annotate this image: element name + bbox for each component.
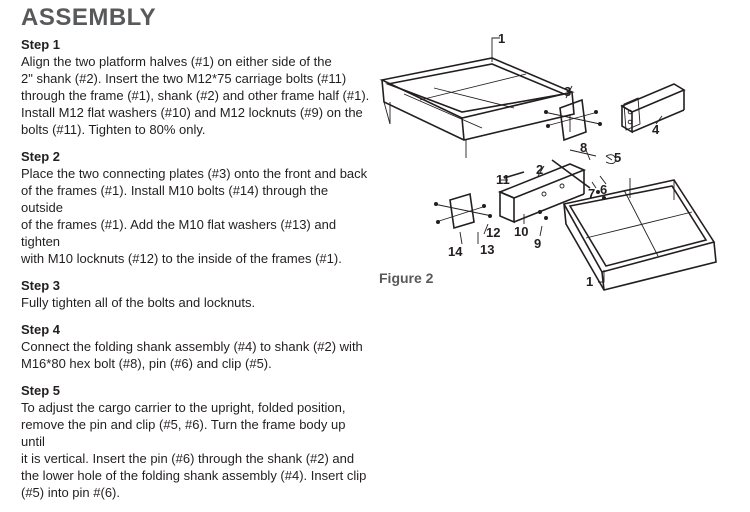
step-heading: Step 2: [21, 149, 61, 164]
callout-11: 11: [496, 172, 510, 187]
step-line: Place the two connecting plates (#3) ont…: [21, 166, 368, 181]
step-text: Connect the folding shank assembly (#4) …: [21, 338, 371, 372]
step-heading: Step 4: [21, 322, 61, 337]
shank: [497, 163, 587, 224]
step-line: remove the pin and clip (#5, #6). Turn t…: [21, 417, 346, 449]
step-line: Connect the folding shank assembly (#4) …: [21, 339, 363, 354]
connecting-plate-upper: [543, 98, 602, 142]
assembly-steps: Step 1 Align the two platform halves (#1…: [21, 37, 371, 512]
step-text: Align the two platform halves (#1) on ei…: [21, 53, 371, 138]
callout-13: 13: [480, 242, 494, 257]
step-line: bolts (#11). Tighten to 80% only.: [21, 122, 206, 137]
step-line: To adjust the cargo carrier to the uprig…: [21, 400, 346, 415]
step-4: Step 4 Connect the folding shank assembl…: [21, 322, 371, 372]
callout-14: 14: [448, 244, 463, 259]
step-line: Align the two platform halves (#1) on ei…: [21, 54, 332, 69]
step-line: 2" shank (#2). Insert the two M12*75 car…: [21, 71, 347, 86]
step-line: of the frames (#1). Install M10 bolts (#…: [21, 183, 329, 215]
figure-caption: Figure 2: [379, 270, 434, 286]
lower-platform-frame: [562, 178, 717, 291]
callout-6: 6: [600, 182, 607, 197]
step-line: the lower hole of the folding shank asse…: [21, 468, 367, 483]
callout-leaders: [459, 37, 663, 283]
exploded-assembly-diagram: 1 3 4 8 5 2 11 6 7 10 9 12 13 14 1: [379, 31, 717, 291]
callout-8: 8: [580, 140, 587, 155]
callout-2: 2: [536, 162, 543, 177]
callout-4: 4: [652, 122, 660, 137]
callout-5: 5: [614, 150, 621, 165]
step-text: Place the two connecting plates (#3) ont…: [21, 165, 371, 267]
callout-3: 3: [564, 84, 571, 99]
step-text: Fully tighten all of the bolts and lockn…: [21, 294, 371, 311]
callout-1-top: 1: [498, 31, 505, 46]
step-line: (#5) into pin #(6).: [21, 485, 120, 500]
step-5: Step 5 To adjust the cargo carrier to th…: [21, 383, 371, 501]
step-line: it is vertical. Insert the pin (#6) thro…: [21, 451, 355, 466]
step-heading: Step 1: [21, 37, 61, 52]
step-line: M16*80 hex bolt (#8), pin (#6) and clip …: [21, 356, 272, 371]
fasteners: [503, 149, 617, 220]
step-2: Step 2 Place the two connecting plates (…: [21, 149, 371, 267]
callout-10: 10: [514, 224, 528, 239]
connecting-plate-lower: [433, 192, 493, 230]
step-line: through the frame (#1), shank (#2) and o…: [21, 88, 370, 103]
callout-1-bottom: 1: [586, 274, 593, 289]
upper-platform-frame: [379, 57, 575, 158]
step-line: of the frames (#1). Add the M10 flat was…: [21, 217, 337, 249]
step-text: To adjust the cargo carrier to the uprig…: [21, 399, 371, 501]
callouts: 1 3 4 8 5 2 11 6 7 10 9 12 13 14 1: [448, 31, 660, 289]
step-line: with M10 locknuts (#12) to the inside of…: [21, 251, 342, 266]
step-heading: Step 5: [21, 383, 61, 398]
callout-12: 12: [486, 225, 500, 240]
page-title: ASSEMBLY: [21, 4, 157, 31]
callout-7: 7: [588, 186, 595, 201]
step-3: Step 3 Fully tighten all of the bolts an…: [21, 278, 371, 311]
step-line: Fully tighten all of the bolts and lockn…: [21, 295, 256, 310]
step-1: Step 1 Align the two platform halves (#1…: [21, 37, 371, 138]
step-line: Install M12 flat washers (#10) and M12 l…: [21, 105, 363, 120]
callout-9: 9: [534, 236, 541, 251]
step-heading: Step 3: [21, 278, 61, 293]
